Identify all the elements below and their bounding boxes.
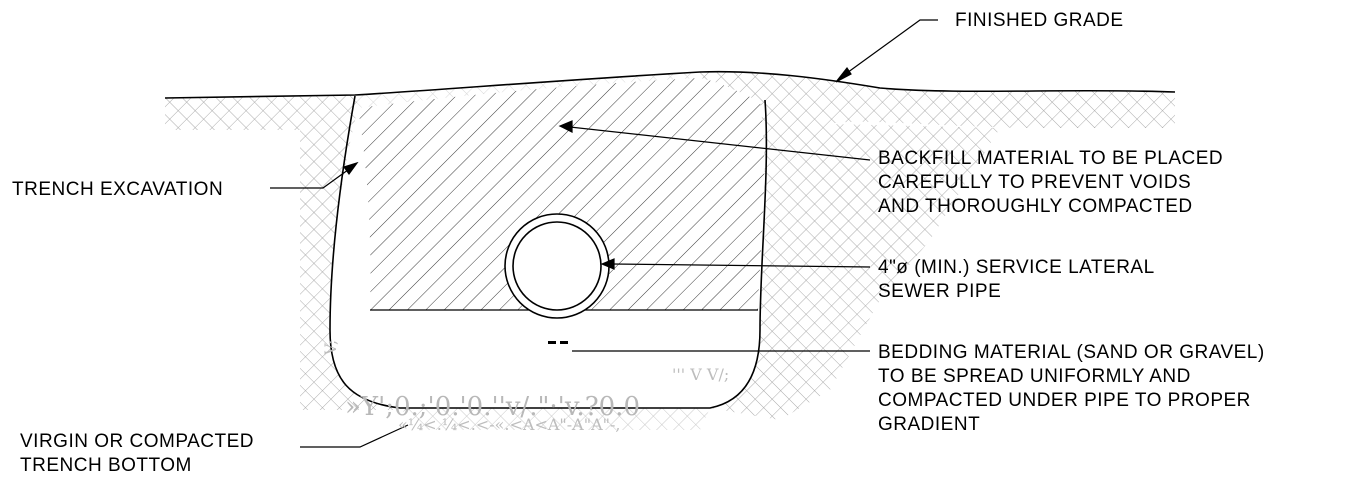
svg-text:V;: V; (321, 340, 340, 356)
existing-soil-hatch (165, 71, 1175, 430)
sewer-pipe (504, 213, 610, 319)
svg-text:VIRGIN OR COMPACTED: VIRGIN OR COMPACTED (20, 431, 254, 452)
leader-lines (270, 19, 938, 448)
svg-text:BACKFILL MATERIAL TO BE PLACED: BACKFILL MATERIAL TO BE PLACED (878, 148, 1223, 169)
svg-text:TRENCH BOTTOM: TRENCH BOTTOM (20, 455, 192, 476)
backfill-label: BACKFILL MATERIAL TO BE PLACED CAREFULLY… (878, 148, 1223, 217)
svg-text:''' V V/;: ''' V V/; (672, 365, 729, 384)
trench-bottom-label: VIRGIN OR COMPACTED TRENCH BOTTOM (20, 431, 254, 476)
bedding-symbol-artifacts: »Y';0.;'0.'0.''v/."·'v.?0.0 «¼<.¼<.<-«.<… (321, 340, 729, 434)
svg-text:BEDDING MATERIAL (SAND OR GRAV: BEDDING MATERIAL (SAND OR GRAVEL) (878, 342, 1265, 363)
bedding-dash (560, 341, 568, 344)
trench-outline (329, 95, 768, 409)
bedding-dash (548, 341, 556, 344)
svg-text:GRADIENT: GRADIENT (878, 414, 980, 435)
service-lateral-label: 4"ø (MIN.) SERVICE LATERAL SEWER PIPE (878, 257, 1155, 302)
svg-text:»Y';0.;'0.'0.''v/."·'v.?0.0: »Y';0.;'0.'0.''v/."·'v.?0.0 (345, 392, 640, 422)
svg-text:«¼<.¼<.<-«.<A<A"-A"A"-,: «¼<.¼<.<-«.<A<A"-A"A"-, (398, 415, 620, 434)
backfill-hatch (358, 78, 765, 310)
svg-text:4"ø (MIN.) SERVICE LATERAL: 4"ø (MIN.) SERVICE LATERAL (878, 257, 1155, 278)
finished-grade-line (164, 70, 1176, 99)
svg-text:TO BE SPREAD UNIFORMLY AND: TO BE SPREAD UNIFORMLY AND (878, 366, 1191, 387)
svg-text:SEWER PIPE: SEWER PIPE (878, 281, 1001, 302)
bedding-label: BEDDING MATERIAL (SAND OR GRAVEL) TO BE … (878, 342, 1265, 435)
svg-text:AND THOROUGHLY COMPACTED: AND THOROUGHLY COMPACTED (878, 196, 1193, 217)
trench-excavation-label: TRENCH EXCAVATION (12, 179, 223, 200)
svg-text:COMPACTED UNDER PIPE TO PROPER: COMPACTED UNDER PIPE TO PROPER (878, 390, 1251, 411)
finished-grade-label: FINISHED GRADE (955, 10, 1124, 31)
svg-text:CAREFULLY TO PREVENT VOIDS: CAREFULLY TO PREVENT VOIDS (878, 172, 1191, 193)
